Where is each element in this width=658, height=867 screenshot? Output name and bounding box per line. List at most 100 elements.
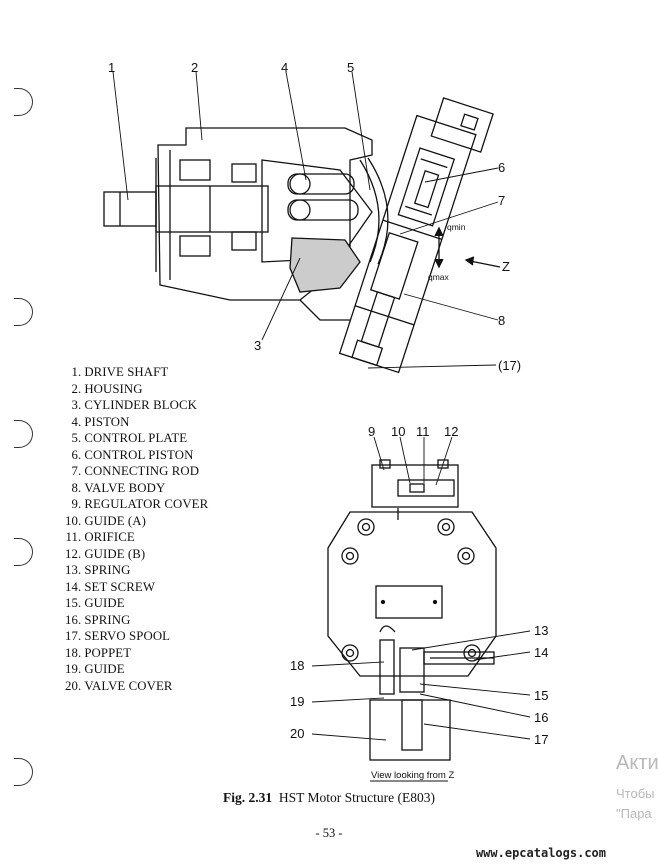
parts-list-item: 6.CONTROL PISTON (56, 447, 208, 464)
part-number: 10 (65, 513, 78, 528)
part-name: GUIDE (A) (84, 513, 146, 528)
part-name: POPPET (84, 645, 132, 660)
parts-list-item: 14.SET SCREW (56, 579, 208, 596)
parts-list-item: 18.POPPET (56, 645, 208, 662)
part-number: 14 (65, 579, 78, 594)
diagram-label: 2 (191, 60, 198, 75)
figure-caption: Fig. 2.31 HST Motor Structure (E803) (0, 790, 658, 806)
diagram-label: 4 (281, 60, 288, 75)
parts-list-item: 15.GUIDE (56, 595, 208, 612)
watermark-line: Чтобы (616, 786, 655, 801)
valve-cover (369, 699, 451, 761)
diagram-label: 11 (416, 424, 430, 439)
part-number: 2 (71, 381, 78, 396)
part-name: CONTROL PISTON (84, 447, 194, 462)
diagram-label: 1 (108, 60, 115, 75)
part-number: 20 (65, 678, 78, 693)
diagram-label: 15 (534, 688, 548, 703)
diagram-label: (17) (498, 358, 521, 373)
part-number: 5 (71, 431, 78, 445)
diagram-label: 12 (444, 424, 458, 439)
nameplate (375, 585, 443, 619)
page-number: - 53 - (315, 826, 343, 840)
part-number: 3 (71, 398, 78, 412)
part-name: CONNECTING ROD (84, 464, 200, 478)
part-number: 17 (65, 629, 78, 643)
parts-list-item: 9.REGULATOR COVER (56, 496, 209, 513)
part-number: 7 (71, 464, 78, 478)
footer-url[interactable]: www.epcatalogs.com (475, 846, 606, 860)
part-name: VALVE COVER (84, 678, 173, 693)
valve-body (338, 114, 477, 374)
figure-number: Fig. 2.31 (223, 790, 273, 805)
parts-list-item: 19.GUIDE (56, 661, 208, 678)
part-name: PISTON (84, 414, 130, 429)
parts-list-item: 20.VALVE COVER (56, 678, 208, 695)
part-name: CYLINDER BLOCK (84, 398, 197, 412)
part-name: GUIDE (84, 662, 125, 676)
part-name: SPRING (84, 612, 131, 627)
diagram-label: 17 (534, 732, 548, 747)
parts-list-item: 7.CONNECTING ROD (56, 463, 208, 480)
diagram-label: 13 (534, 623, 548, 638)
parts-list-item: 12.GUIDE (B) (56, 546, 208, 563)
part-number: 4 (71, 414, 78, 429)
part-number: 8 (71, 480, 78, 495)
figure-title: HST Motor Structure (E803) (278, 790, 435, 805)
part-name: GUIDE (B) (84, 546, 146, 561)
part-name: CONTROL PLATE (84, 431, 188, 445)
part-number: 15 (65, 596, 78, 610)
part-number: 6 (71, 447, 78, 462)
parts-list-item: 5.CONTROL PLATE (56, 430, 208, 447)
diagram-label: 14 (534, 645, 548, 660)
housing (157, 127, 373, 301)
parts-list-item: 16.SPRING (56, 612, 208, 629)
parts-list-item: 11.ORIFICE (56, 529, 208, 546)
watermark-line: "Пара (616, 806, 652, 821)
part-number: 1 (71, 365, 78, 379)
view-caption: View looking from Z (371, 770, 454, 781)
valve-body-front (327, 511, 497, 677)
part-name: HOUSING (84, 381, 143, 396)
part-number: 19 (65, 662, 78, 676)
drive-shaft (103, 191, 157, 227)
qmin-label: qmin (447, 222, 466, 232)
parts-list-item: 10.GUIDE (A) (56, 513, 208, 530)
part-name: REGULATOR COVER (84, 497, 209, 511)
diagram-label: 10 (391, 424, 405, 439)
part-number: 11 (65, 530, 78, 544)
parts-list-item: 1.DRIVE SHAFT (56, 364, 208, 381)
qmax-label: qmax (428, 272, 450, 282)
watermark-line: Акти (616, 752, 658, 774)
cylinder-block (261, 159, 373, 263)
diagram-label: 19 (290, 694, 304, 709)
part-name: ORIFICE (84, 530, 135, 544)
diagram-label: 9 (368, 424, 375, 439)
parts-list-item: 17.SERVO SPOOL (56, 628, 208, 645)
diagram-label: 8 (498, 313, 505, 328)
part-number: 12 (65, 546, 78, 561)
part-name: VALVE BODY (84, 480, 166, 495)
diagram-label: 3 (254, 338, 261, 353)
parts-list-item: 13.SPRING (56, 562, 208, 579)
part-name: SET SCREW (84, 579, 156, 594)
view-from-z-diagram: 9 10 11 12 13 14 15 16 17 18 19 20 View … (290, 424, 548, 782)
diagram-label: 5 (347, 60, 354, 75)
part-number: 9 (71, 497, 78, 511)
regulator-cover (371, 464, 459, 508)
diagram-label: 6 (498, 160, 505, 175)
part-name: DRIVE SHAFT (84, 365, 169, 379)
diagram-label: 20 (290, 726, 304, 741)
motor-section-diagram: 1 2 4 5 6 7 3 8 (17) qmin qmax Z (103, 60, 521, 374)
part-number: 18 (65, 645, 78, 660)
parts-list-item: 8.VALVE BODY (56, 480, 208, 497)
parts-list-item: 4.PISTON (56, 414, 208, 431)
diagram-label: 18 (290, 658, 304, 673)
parts-list-item: 2.HOUSING (56, 381, 208, 398)
z-label: Z (502, 259, 510, 274)
diagram-label: 16 (534, 710, 548, 725)
parts-list-item: 3.CYLINDER BLOCK (56, 397, 208, 414)
part-name: SPRING (84, 563, 131, 577)
